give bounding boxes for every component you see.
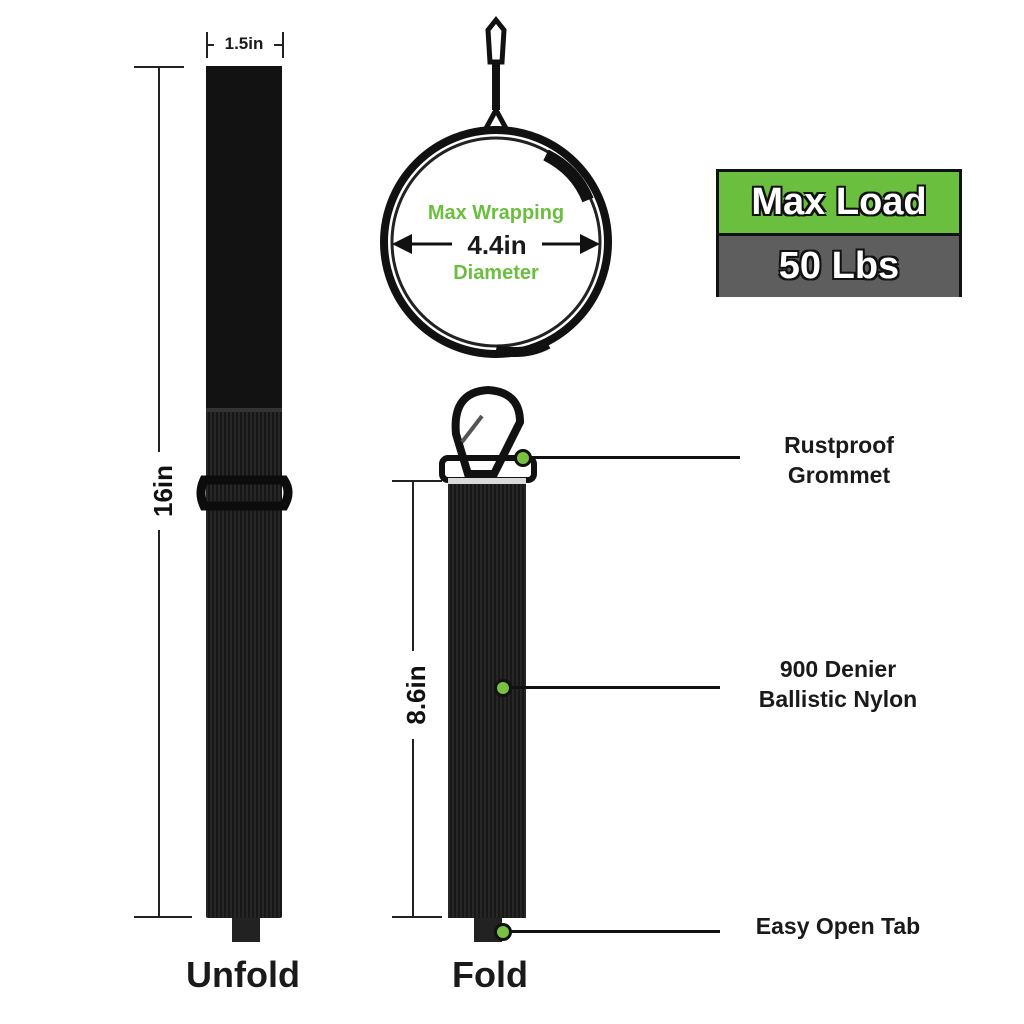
fold-bottom-tick — [392, 916, 442, 918]
pull-tab-unfolded — [232, 918, 260, 942]
carabiner-loop-icon — [380, 15, 612, 358]
grommet-label-line1: Rustproof — [784, 432, 894, 458]
nylon-label-line2: Ballistic Nylon — [758, 686, 918, 712]
width-label: 1.5in — [214, 34, 274, 54]
carabiner-icon — [439, 385, 537, 483]
unfold-caption: Unfold — [186, 954, 300, 995]
grommet-label: Rustproof Grommet — [744, 430, 934, 490]
max-load-value: 50 Lbs — [719, 236, 959, 297]
loop-label-top: Max Wrapping — [427, 202, 565, 224]
hook-velcro-section — [206, 66, 282, 412]
fold-caption: Fold — [452, 954, 528, 995]
grommet-label-line2: Grommet — [787, 462, 891, 488]
fold-length-label: 8.6in — [401, 651, 431, 739]
nylon-label-line1: 900 Denier — [779, 656, 897, 682]
max-load-badge: Max Load 50 Lbs — [716, 169, 962, 297]
nylon-leader-line — [510, 686, 720, 689]
grommet-band — [448, 478, 526, 484]
nylon-label: 900 Denier Ballistic Nylon — [730, 654, 946, 714]
velcro-seam — [206, 408, 282, 412]
loop-diameter-value: 4.4in — [452, 230, 542, 261]
d-ring-icon — [196, 475, 293, 511]
grommet-leader-line — [530, 456, 740, 459]
loop-label-bottom: Diameter — [453, 262, 539, 284]
strap-body-folded — [448, 484, 526, 918]
tab-leader-line — [510, 930, 720, 933]
fold-top-tick — [392, 480, 442, 482]
unfold-bottom-tick — [134, 916, 192, 918]
max-load-title: Max Load — [719, 172, 959, 236]
tab-label: Easy Open Tab — [755, 913, 921, 939]
unfold-length-label: 16in — [148, 452, 178, 530]
